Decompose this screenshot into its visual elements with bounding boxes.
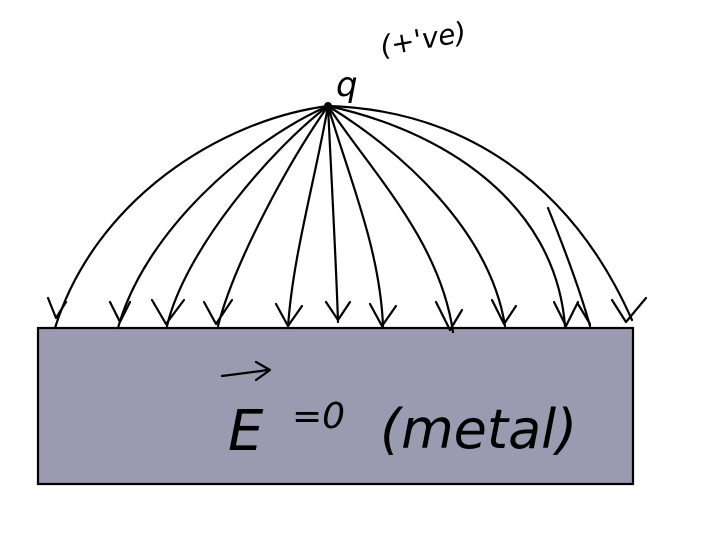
field-line — [53, 104, 330, 330]
field-lines — [53, 104, 634, 334]
field-line — [326, 104, 455, 334]
field-line — [326, 104, 567, 328]
field-line — [326, 104, 634, 322]
charge-label: q — [336, 65, 358, 105]
field-line — [165, 104, 330, 328]
field-line — [116, 104, 330, 330]
field-value: =0 — [292, 396, 345, 437]
arrowhead — [46, 296, 68, 320]
material-label: (metal) — [380, 398, 577, 461]
field-line — [326, 104, 385, 328]
field-symbol: E — [228, 399, 264, 464]
arrowhead — [576, 302, 592, 326]
arrowhead — [434, 300, 464, 332]
field-line — [326, 104, 340, 324]
arrowhead — [150, 298, 186, 326]
field-line — [286, 104, 330, 330]
field-line — [216, 104, 330, 328]
metal-slab — [36, 326, 635, 486]
arrowhead — [108, 300, 132, 324]
field-line — [546, 206, 592, 328]
arrowhead — [552, 300, 580, 328]
arrowhead — [324, 300, 352, 322]
arrowhead — [490, 298, 518, 326]
arrowhead — [202, 298, 234, 326]
arrowheads — [46, 296, 648, 332]
charge-sign-label: (+'ve) — [377, 15, 468, 63]
arrowhead — [610, 296, 648, 324]
point-charge — [324, 102, 332, 110]
field-line — [326, 104, 507, 328]
arrowhead — [368, 302, 398, 328]
vector-arrow-icon — [220, 360, 272, 382]
arrowhead — [274, 302, 304, 328]
